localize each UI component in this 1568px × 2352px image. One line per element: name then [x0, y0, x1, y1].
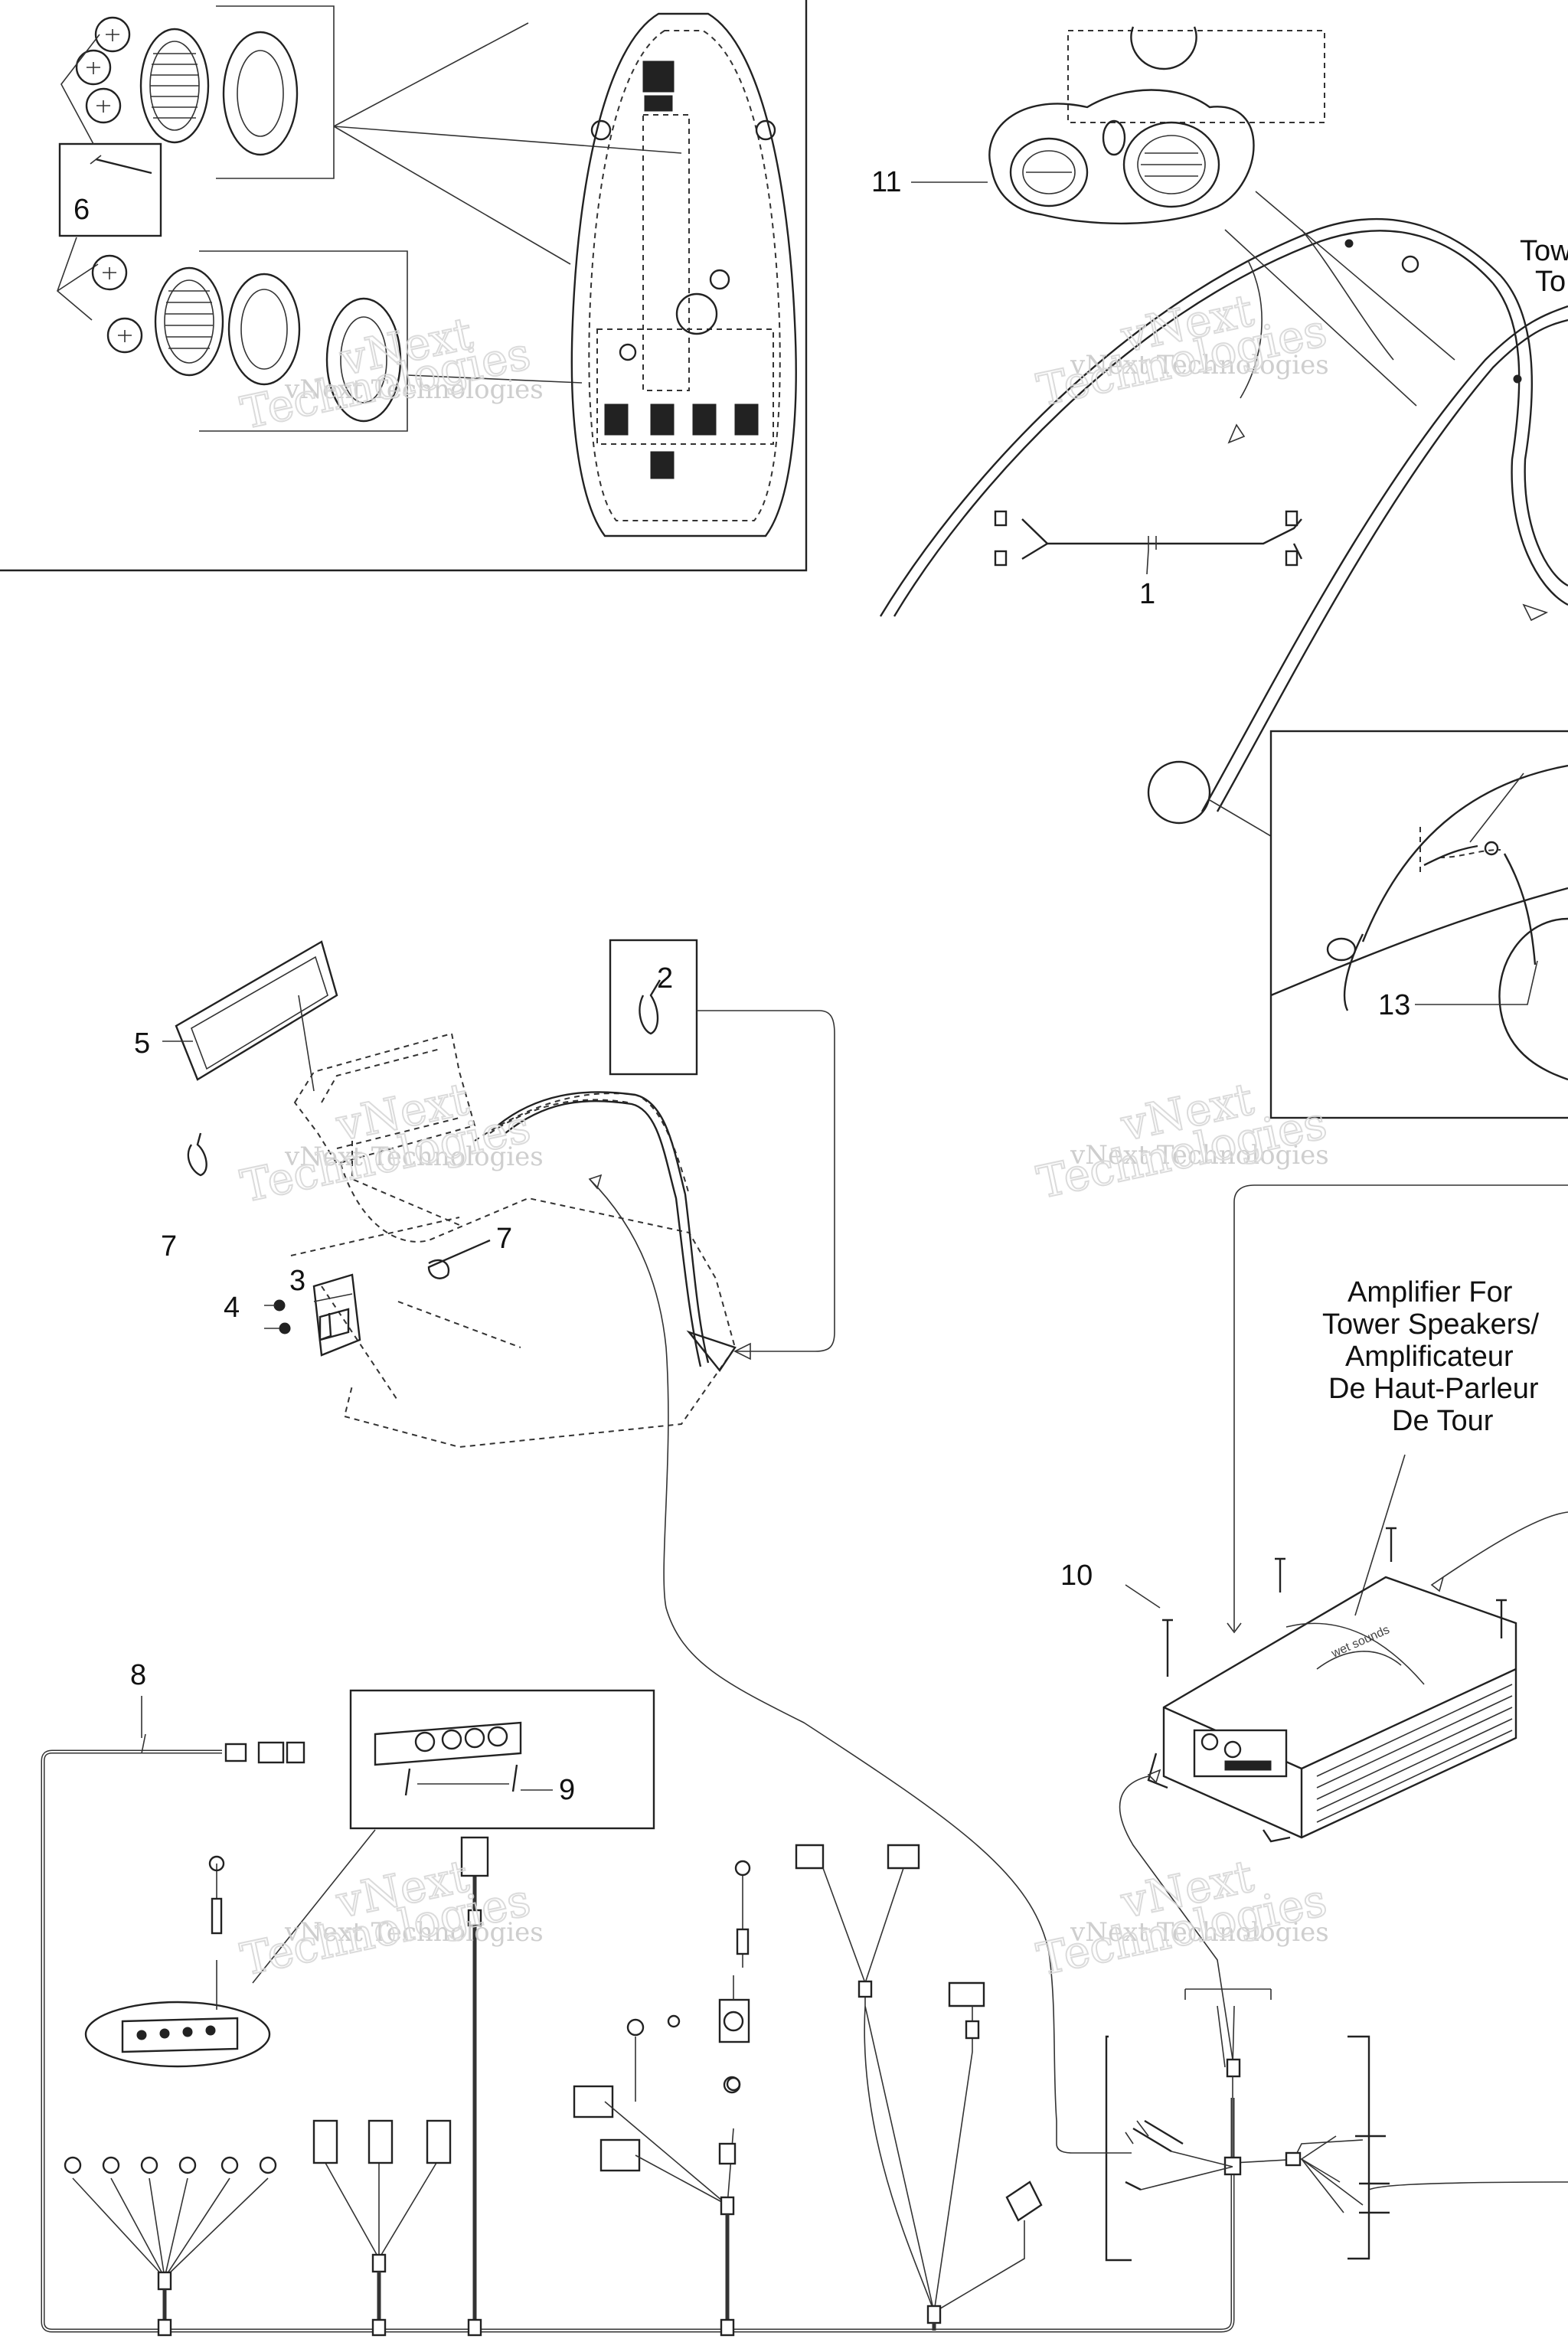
watermark-brand: vNext Technologies — [1070, 350, 1329, 381]
speaker-grille-icon — [154, 266, 402, 423]
amp-screw-icon — [1162, 1527, 1507, 1677]
screw-icon — [75, 16, 131, 124]
watermark-brand: vNext Technologies — [284, 1142, 544, 1172]
rca-lead-group — [1056, 1988, 1568, 2262]
main-harness: 8 9 — [41, 1659, 1568, 2337]
speaker-grille-icon — [139, 28, 299, 156]
tower-assembly: 11 1 Tow To — [871, 26, 1568, 812]
amp-caption-line3: Amplificateur — [1345, 1341, 1514, 1373]
edge-label-line2: To — [1535, 266, 1566, 298]
watermark-brand: vNext Technologies — [1070, 1917, 1329, 1948]
watermark-brand: vNext Technologies — [284, 374, 544, 405]
tag-connectors — [795, 1844, 1043, 2331]
callout-9: 9 — [559, 1774, 575, 1806]
callout-10: 10 — [1060, 1560, 1093, 1592]
stereo-dash-assembly: 5 7 7 3 4 2 — [134, 939, 1057, 2122]
watermark-brand: vNext Technologies — [1070, 1140, 1329, 1171]
amplifier-icon: wet sounds — [1147, 1576, 1517, 1843]
harness-1 — [994, 510, 1303, 567]
callout-7a: 7 — [161, 1230, 177, 1263]
watermark-brand: vNext Technologies — [284, 1917, 544, 1948]
bus-bar-icon — [374, 1721, 522, 1796]
amp-caption-line1: Amplifier For — [1348, 1276, 1513, 1308]
plug-connectors — [312, 2119, 452, 2337]
tower-speaker-icon — [988, 89, 1255, 225]
ring-terminals — [64, 2156, 277, 2337]
amp-brand: wet sounds — [1329, 1623, 1392, 1661]
callout-7b: 7 — [496, 1223, 512, 1255]
callout-1: 1 — [1139, 578, 1155, 610]
relay-group — [573, 1860, 751, 2337]
amp-caption-line5: De Tour — [1392, 1405, 1494, 1437]
edge-label-line1: Tow — [1520, 235, 1568, 267]
callout-2: 2 — [657, 962, 673, 995]
callout-5: 5 — [134, 1027, 150, 1060]
boat-speaker-inset: 6 — [0, 0, 808, 572]
boat-hull — [570, 12, 797, 537]
amp-caption-line2: Tower Speakers/ — [1322, 1308, 1539, 1341]
callout-11: 11 — [871, 166, 901, 198]
callout-4: 4 — [224, 1292, 240, 1324]
detail-inset-13: 13 — [1147, 730, 1568, 1119]
amplifier-group: Amplifier For Tower Speakers/ Amplificat… — [1060, 1184, 1568, 2060]
screw-icon — [91, 254, 143, 354]
callout-8: 8 — [130, 1659, 146, 1691]
callout-6: 6 — [74, 194, 90, 226]
amp-caption-line4: De Haut-Parleur — [1328, 1373, 1539, 1405]
callout-13: 13 — [1378, 989, 1410, 1021]
callout-3: 3 — [289, 1265, 305, 1297]
